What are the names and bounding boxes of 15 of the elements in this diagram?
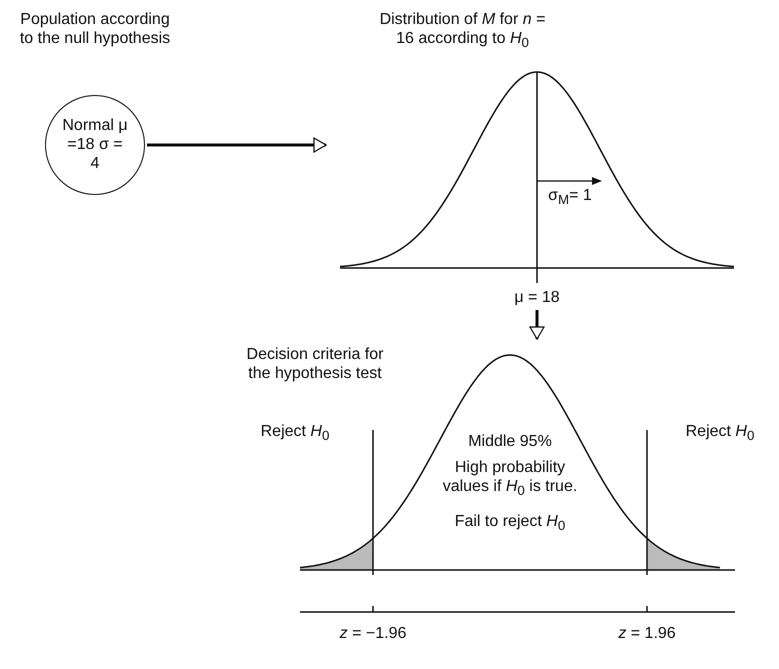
- region-label: Fail to reject H$_{0}$: [454, 512, 566, 536]
- heading-text: Population according to the null hypothesis: [18, 10, 172, 48]
- population-circle: Normal μ =18 σ = 4: [45, 95, 145, 195]
- mean-label: μ = 18: [513, 288, 561, 307]
- region-label: Reject H$_{0}$: [684, 422, 756, 446]
- heading-text: Distribution of M for n = 16 according to H$_{0}$: [378, 10, 546, 52]
- heading-text: Decision criteria for the hypothesis test: [246, 345, 384, 383]
- hollow-arrow: [147, 137, 327, 153]
- sigma-label: σ$_{M}$= 1: [547, 186, 593, 210]
- z-score-label: z = −1.96: [338, 624, 408, 643]
- region-label: Reject H$_{0}$: [260, 422, 330, 446]
- hollow-arrow: [529, 310, 545, 340]
- region-label: Middle 95%: [467, 432, 553, 451]
- z-score-label: z = 1.96: [617, 624, 677, 643]
- region-note: High probability values if H$_{0}$ is true.: [442, 458, 578, 500]
